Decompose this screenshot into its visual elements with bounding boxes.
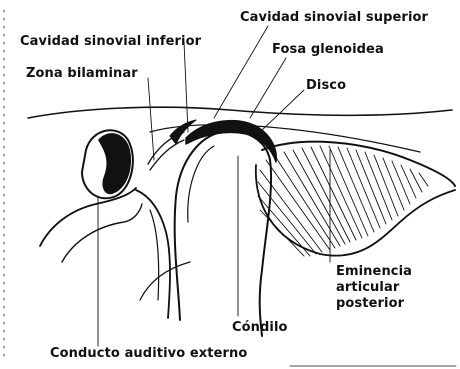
label-external-auditory-canal: Conducto auditivo externo (50, 346, 247, 361)
condyle-outline (175, 131, 271, 336)
label-disc: Disco (306, 78, 346, 93)
eminence-fibers (258, 146, 428, 256)
leader-bilaminar (148, 78, 154, 160)
styloid-inner (150, 210, 159, 300)
label-lower-synovial-cavity: Cavidad sinovial inferior (20, 34, 201, 49)
posterior-ramus-left (140, 262, 190, 300)
label-bilaminar-zone: Zona bilaminar (26, 66, 138, 81)
leader-glenoid (250, 58, 286, 118)
leader-disc (260, 90, 304, 132)
leader-upper-cavity (214, 26, 268, 118)
leader-lower-cavity (184, 42, 188, 132)
label-condyle: Cóndilo (232, 320, 288, 335)
label-upper-synovial-cavity: Cavidad sinovial superior (240, 10, 428, 25)
skull-base-outline (28, 107, 452, 118)
label-posterior-articular-eminence: Eminencia articular posterior (336, 264, 412, 312)
label-glenoid-fossa: Fosa glenoidea (272, 42, 384, 57)
tympanic-plate (40, 188, 136, 246)
condyle-inner (188, 146, 214, 222)
eminence-lower-edge (256, 165, 455, 256)
